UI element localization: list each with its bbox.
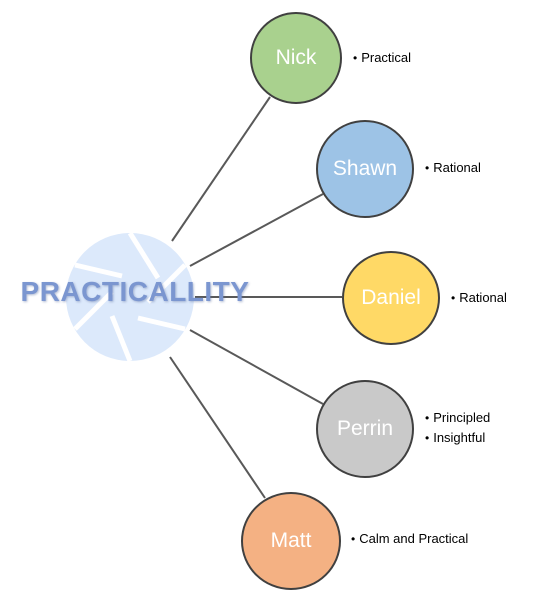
- hub-aperture-icon: [66, 231, 194, 362]
- traits-matt: Calm and Practical: [351, 529, 468, 549]
- connector-shawn: [189, 193, 324, 267]
- connector-nick: [171, 96, 271, 242]
- trait-item: Insightful: [425, 428, 490, 448]
- trait-item: Calm and Practical: [351, 529, 468, 549]
- node-perrin: Perrin: [316, 380, 414, 478]
- traits-perrin: Principled Insightful: [425, 408, 490, 448]
- trait-item: Principled: [425, 408, 490, 428]
- connectors: [169, 96, 342, 499]
- connector-matt: [169, 356, 266, 499]
- node-daniel: Daniel: [342, 251, 440, 345]
- hub-title: PRACTICALLITY: [20, 276, 250, 307]
- trait-item: Rational: [451, 288, 507, 308]
- traits-daniel: Rational: [451, 288, 507, 308]
- node-nick: Nick: [250, 12, 342, 104]
- traits-shawn: Rational: [425, 158, 481, 178]
- node-matt: Matt: [241, 492, 341, 590]
- trait-item: Rational: [425, 158, 481, 178]
- trait-item: Practical: [353, 48, 411, 68]
- connector-perrin: [189, 329, 324, 405]
- traits-nick: Practical: [353, 48, 411, 68]
- node-shawn: Shawn: [316, 120, 414, 218]
